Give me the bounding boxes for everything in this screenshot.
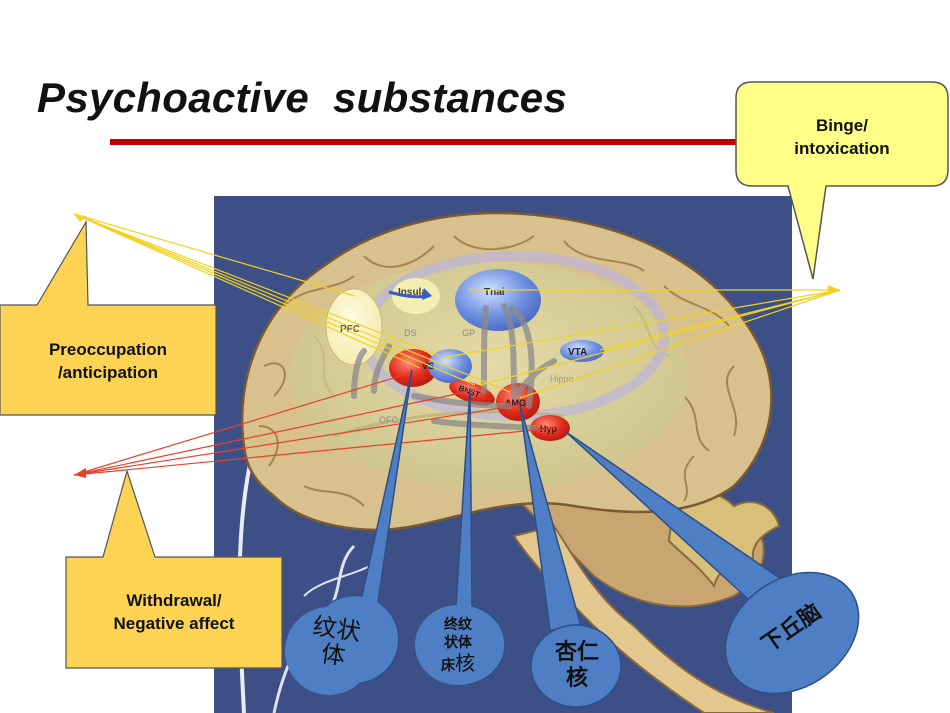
binge-callout-text: Binge/ intoxication xyxy=(794,116,890,158)
withdrawal-callout xyxy=(65,468,283,669)
slide-title: Psychoactive substances xyxy=(37,74,568,121)
preoccupation-callout-text: Preoccupation /anticipation xyxy=(48,340,168,382)
red-arrows xyxy=(73,369,556,476)
bnst-cn-line3a: 床 xyxy=(441,658,455,674)
bnst-cn-line3b: 核 xyxy=(455,651,475,675)
amg-label: AMG xyxy=(505,398,526,408)
withdrawal-callout-text: Withdrawal/ Negative affect xyxy=(113,591,235,633)
insula-label: Insula xyxy=(398,287,427,298)
bnst-cn-line3: 床核 xyxy=(420,652,496,677)
striatum-label: 纹状体 xyxy=(311,611,363,671)
preoccupation-callout xyxy=(0,219,217,416)
ofc-label: OFC xyxy=(379,415,398,425)
pfc-region xyxy=(325,288,383,366)
bnst-cn-label: 终纹 状体 床核 xyxy=(420,616,496,677)
amygdala-label: 杏仁 核 xyxy=(554,640,599,691)
limbic-region xyxy=(289,261,689,491)
bnst-region xyxy=(449,380,495,406)
ds-label: DS xyxy=(404,328,417,338)
circuit-arrows xyxy=(351,303,557,431)
hypothalamus-bubble xyxy=(724,571,860,695)
gp-label: GP xyxy=(462,328,475,338)
bnst-cn-line1: 终纹 xyxy=(444,617,472,633)
vta-label: VTA xyxy=(568,347,587,358)
title-underline xyxy=(110,139,800,145)
bnst-bubble-body xyxy=(415,605,501,685)
striatum-bubble-body xyxy=(285,607,373,695)
bnst-cn-line2: 状体 xyxy=(444,635,472,651)
vta-region xyxy=(560,340,604,362)
hippo-label: Hippo xyxy=(550,374,574,384)
binge-callout xyxy=(735,81,949,280)
tnai-label: Tnai xyxy=(484,287,505,298)
amygdala-bubble xyxy=(530,624,622,708)
yellow-arrows xyxy=(73,213,841,399)
pfc-label: PFC xyxy=(340,324,360,335)
vs-label: VS xyxy=(422,361,434,371)
brain-diagram: PFC Insula Tnai VTA DS GP OFC Hippo VS B… xyxy=(214,196,792,713)
vs-region xyxy=(389,349,437,387)
hypothalamus-bubble-pointer xyxy=(565,431,792,611)
